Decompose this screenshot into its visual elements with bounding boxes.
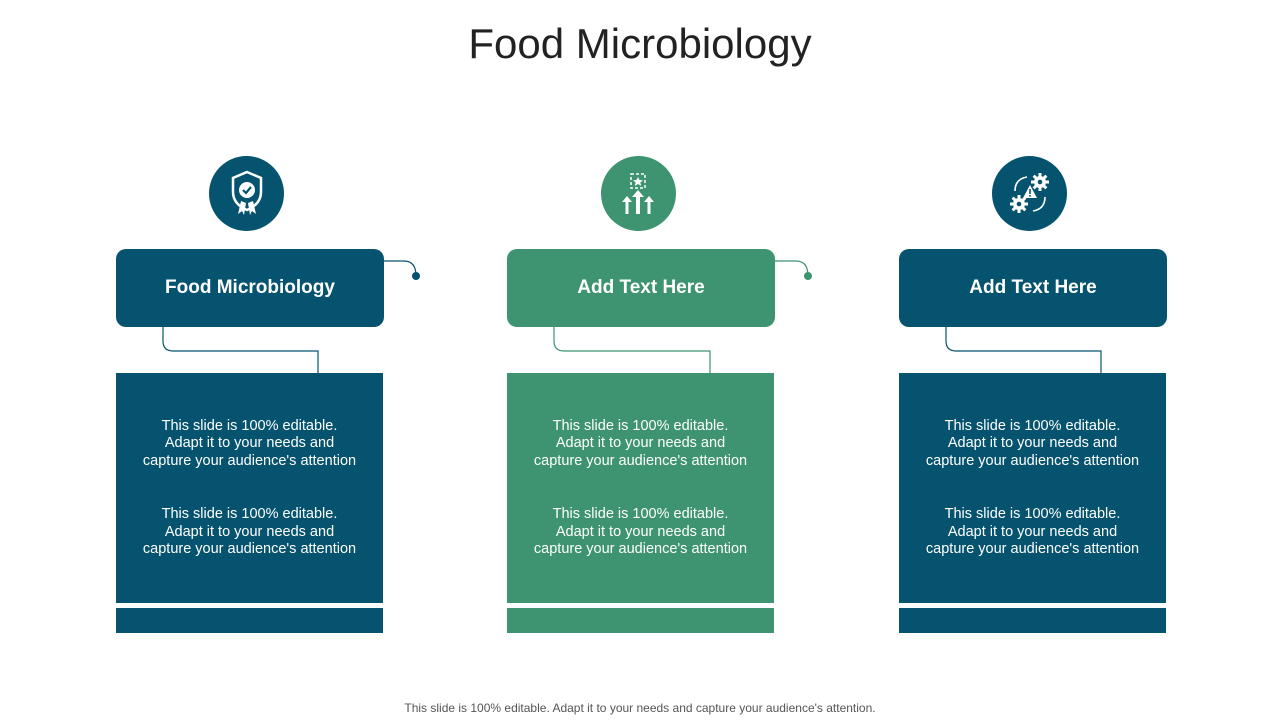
column-heading-box: Add Text Here <box>899 249 1167 327</box>
column-body: This slide is 100% editable. Adapt it to… <box>116 373 383 603</box>
column-body: This slide is 100% editable. Adapt it to… <box>507 373 774 603</box>
column-heading: Add Text Here <box>577 277 705 298</box>
body-paragraph: This slide is 100% editable. Adapt it to… <box>533 417 748 469</box>
column-footer-bar <box>899 608 1166 633</box>
connector-lines <box>553 260 812 373</box>
body-paragraph: This slide is 100% editable. Adapt it to… <box>533 506 748 557</box>
column-heading-box: Food Microbiology <box>116 249 384 327</box>
icon-circle <box>209 156 284 231</box>
slide-footer-note: This slide is 100% editable. Adapt it to… <box>404 701 876 715</box>
icon-circle <box>601 156 676 231</box>
column-heading-box: Add Text Here <box>507 249 775 327</box>
column-1: Food Microbiology This slide is 100% edi… <box>116 0 420 720</box>
body-paragraph: This slide is 100% editable. Adapt it to… <box>142 417 357 469</box>
column-footer-bar <box>507 608 774 633</box>
body-paragraph: This slide is 100% editable. Adapt it to… <box>142 506 357 557</box>
growth-arrows-icon <box>621 172 654 214</box>
shield-badge-icon <box>231 170 262 215</box>
column-heading: Food Microbiology <box>165 277 335 298</box>
column-body: This slide is 100% editable. Adapt it to… <box>899 373 1166 603</box>
body-paragraph: This slide is 100% editable. Adapt it to… <box>925 417 1140 469</box>
gears-alert-icon <box>1009 172 1049 213</box>
slide-title: Food Microbiology <box>468 20 812 67</box>
connector-lines <box>162 260 420 373</box>
body-paragraph: This slide is 100% editable. Adapt it to… <box>925 506 1140 557</box>
column-footer-bar <box>116 608 383 633</box>
connector-lines <box>945 327 1102 373</box>
column-3: Add Text Here This slide is 100% editabl… <box>899 0 1167 720</box>
icon-circle <box>992 156 1067 231</box>
column-heading: Add Text Here <box>969 277 1097 298</box>
column-2: Add Text Here This slide is 100% editabl… <box>507 0 812 720</box>
